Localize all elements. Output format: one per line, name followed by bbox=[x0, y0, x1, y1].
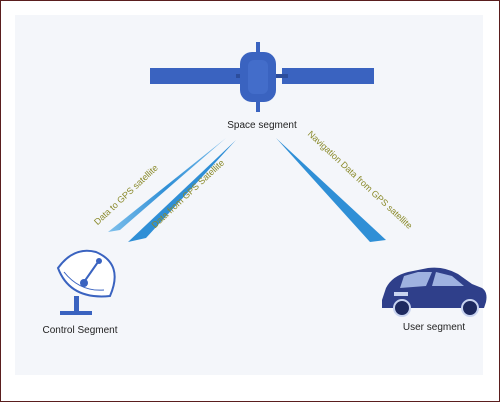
satellite-icon bbox=[150, 42, 374, 112]
downlink-user-label: Navigation Data from GPS satellite bbox=[306, 129, 415, 231]
downlink-user-beam bbox=[276, 138, 386, 242]
control-segment-label: Control Segment bbox=[42, 325, 117, 336]
space-segment-label: Space segment bbox=[227, 120, 297, 131]
car-icon bbox=[382, 267, 487, 317]
user-segment-label: User segment bbox=[403, 322, 465, 333]
satellite-dish-icon bbox=[56, 249, 116, 315]
uplink-label: Data to GPS satellite bbox=[92, 163, 160, 227]
uplink-beam bbox=[108, 138, 226, 232]
downlink-control-beam bbox=[128, 140, 236, 242]
